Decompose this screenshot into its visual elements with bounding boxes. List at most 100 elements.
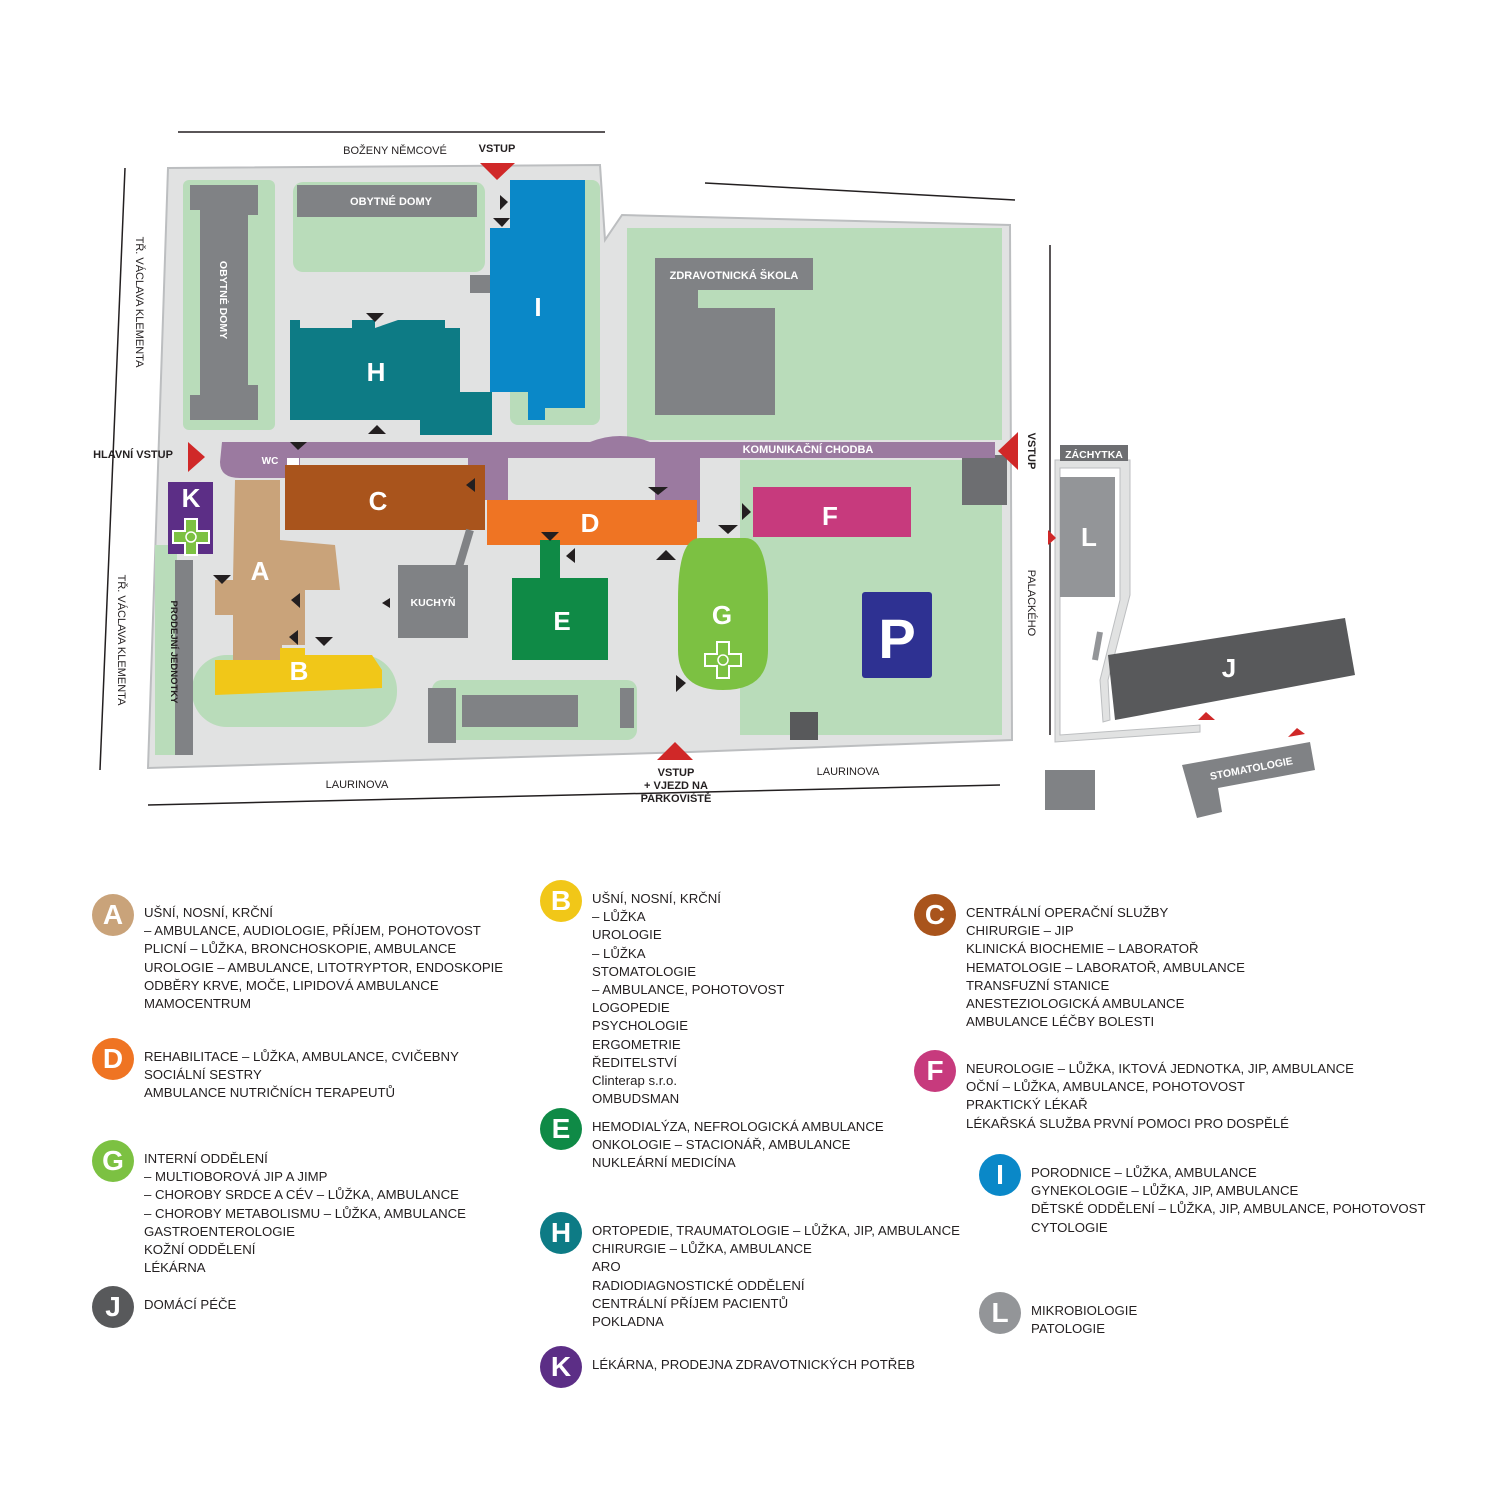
entrance-label-bottom-3: PARKOVIŠTĚ [641,792,712,805]
legend-line: CENTRÁLNÍ OPERAČNÍ SLUŽBY [966,905,1169,920]
label-zachytka: ZÁCHYTKA [1065,448,1123,461]
legend-lines-D: REHABILITACE – LŮŽKA, AMBULANCE, CVIČEBN… [144,1048,459,1103]
legend-lines-J: DOMÁCÍ PÉČE [144,1296,236,1314]
legend-line: DOMÁCÍ PÉČE [144,1297,237,1312]
legend-line: REHABILITACE – LŮŽKA, AMBULANCE, CVIČEBN… [144,1049,459,1064]
label-komunikacni-chodba: KOMUNIKAČNÍ CHODBA [743,443,874,456]
legend-badge-H: H [540,1212,582,1254]
building-G [678,538,768,690]
legend-lines-H: ORTOPEDIE, TRAUMATOLOGIE – LŮŽKA, JIP, A… [592,1222,960,1331]
building-letter-B: B [290,656,309,686]
building-I [490,180,585,420]
building-J-shape [1108,618,1355,720]
parking-sign [862,592,932,678]
label-obytne-domy-left: OBYTNÉ DOMY [217,261,230,339]
legend-line: CHIRURGIE – JIP [966,923,1074,939]
legend-badge-B: B [540,880,582,922]
building-A [215,480,340,662]
legend-lines-I: PORODNICE – LŮŽKA, AMBULANCE GYNEKOLOGIE … [1031,1164,1426,1237]
label-obytne-domy-top: OBYTNÉ DOMY [350,195,433,208]
legend-line: OMBUDSMAN [592,1091,680,1107]
legend-line: UROLOGIE – AMBULANCE, LITOTRYPTOR, ENDOS… [144,959,504,975]
legend-line: ARO [592,1259,621,1275]
street-trida-vaclava-klementa-upper: TŘ. VÁCLAVA KLEMENTA [133,237,146,368]
building-letter-J: J [1222,653,1236,683]
legend-line: Clinterap s.r.o. [592,1073,678,1089]
legend-line: KOŽNÍ ODDĚLENÍ [144,1242,256,1258]
legend-line: ERGOMETRIE [592,1036,681,1052]
komunikacni-chodba [220,436,995,522]
legend-line: UŠNÍ, NOSNÍ, KRČNÍ [144,905,273,920]
legend-line: ORTOPEDIE, TRAUMATOLOGIE – LŮŽKA, JIP, A… [592,1223,960,1238]
entrance-label-right: VSTUP [1025,433,1037,470]
legend-line: GYNEKOLOGIE – LŮŽKA, JIP, AMBULANCE [1031,1183,1299,1199]
legend-line: HEMODIALÝZA, NEFROLOGICKÁ AMBULANCE [592,1119,884,1134]
street-laurinova-left: LAURINOVA [326,779,389,791]
legend-badge-L: L [979,1292,1021,1334]
building-letter-C: C [369,486,388,516]
building-letter-I: I [534,292,541,322]
legend-badge-K: K [540,1346,582,1388]
legend-line: PRAKTICKÝ LÉKAŘ [966,1097,1088,1113]
parking-letter: P [878,607,915,670]
legend-line: LÉKÁRNA, PRODEJNA ZDRAVOTNICKÝCH POTŘEB [592,1357,915,1372]
legend-badge-A: A [92,894,134,936]
legend-badge-D: D [92,1038,134,1080]
legend-line: ANESTEZIOLOGICKÁ AMBULANCE [966,996,1185,1012]
legend-badge-E: E [540,1108,582,1150]
legend-line: POKLADNA [592,1314,664,1330]
building-letter-L: L [1081,522,1097,552]
legend-line: – AMBULANCE, AUDIOLOGIE, PŘÍJEM, POHOTOV… [144,923,481,939]
legend-lines-F: NEUROLOGIE – LŮŽKA, IKTOVÁ JEDNOTKA, JIP… [966,1060,1354,1133]
zdravotnicka-skola-building [655,258,813,415]
building-letter-D: D [581,508,600,538]
legend-badge-G: G [92,1140,134,1182]
legend-line: AMBULANCE NUTRIČNÍCH TERAPEUTŮ [144,1085,396,1101]
legend-line: – CHOROBY METABOLISMU – LŮŽKA, AMBULANCE [144,1205,466,1221]
legend-badge-C: C [914,894,956,936]
building-C [285,465,485,530]
building-F [753,487,911,537]
building-D [487,500,697,545]
building-letter-F: F [822,501,838,531]
legend-line: STOMATOLOGIE [592,963,697,979]
building-L-shape [1060,477,1115,597]
legend-line: CYTOLOGIE [1031,1219,1108,1235]
legend-badge-F: F [914,1050,956,1092]
legend-line: – AMBULANCE, POHOTOVOST [592,982,785,998]
building-letters: H I C D E F G A B K L J P [182,292,1237,686]
legend-lines-E: HEMODIALÝZA, NEFROLOGICKÁ AMBULANCE ONKOL… [592,1118,884,1173]
pharmacy-cross-icon-K [172,518,210,556]
legend-line: – MULTIOBOROVÁ JIP A JIMP [144,1169,328,1185]
legend-line: SOCIÁLNÍ SESTRY [144,1067,262,1083]
street-laurinova-right: LAURINOVA [817,766,880,778]
building-letter-K: K [182,483,201,513]
right-area [1045,445,1355,818]
building-letter-G: G [712,600,732,630]
legend-line: LÉKAŘSKÁ SLUŽBA PRVNÍ POMOCI PRO DOSPĚLÉ [966,1115,1289,1131]
entrance-arrows [188,163,1305,760]
legend-line: KLINICKÁ BIOCHEMIE – LABORATOŘ [966,941,1199,957]
legend-badge-J: J [92,1286,134,1328]
legend-line: GASTROENTEROLOGIE [144,1223,295,1239]
legend-lines-K: LÉKÁRNA, PRODEJNA ZDRAVOTNICKÝCH POTŘEB [592,1356,915,1374]
legend-line: CHIRURGIE – LŮŽKA, AMBULANCE [592,1241,812,1257]
street-trida-vaclava-klementa-lower: TŘ. VÁCLAVA KLEMENTA [115,575,128,706]
building-E [512,540,608,660]
obytne-domy-left-building [190,185,258,420]
legend-line: PLICNÍ – LŮŽKA, BRONCHOSKOPIE, AMBULANCE [144,941,457,957]
legend-line: – LŮŽKA [592,945,646,961]
building-letter-H: H [367,357,386,387]
legend-line: MIKROBIOLOGIE [1031,1303,1138,1318]
stomatologie-building [1182,742,1315,818]
legend-line: TRANSFUZNÍ STANICE [966,977,1110,993]
legend-line: UROLOGIE [592,927,662,943]
legend-line: ONKOLOGIE – STACIONÁŘ, AMBULANCE [592,1137,851,1153]
legend-line: AMBULANCE LÉČBY BOLESTI [966,1014,1155,1030]
street-bozeny-nemcove: BOŽENY NĚMCOVÉ [343,144,447,157]
legend-line: LOGOPEDIE [592,1000,670,1016]
legend-line: LÉKÁRNA [144,1260,206,1276]
legend-line: ODBĚRY KRVE, MOČE, LIPIDOVÁ AMBULANCE [144,977,439,993]
legend-line: PORODNICE – LŮŽKA, AMBULANCE [1031,1165,1257,1180]
pharmacy-cross-icon-G [704,641,742,679]
